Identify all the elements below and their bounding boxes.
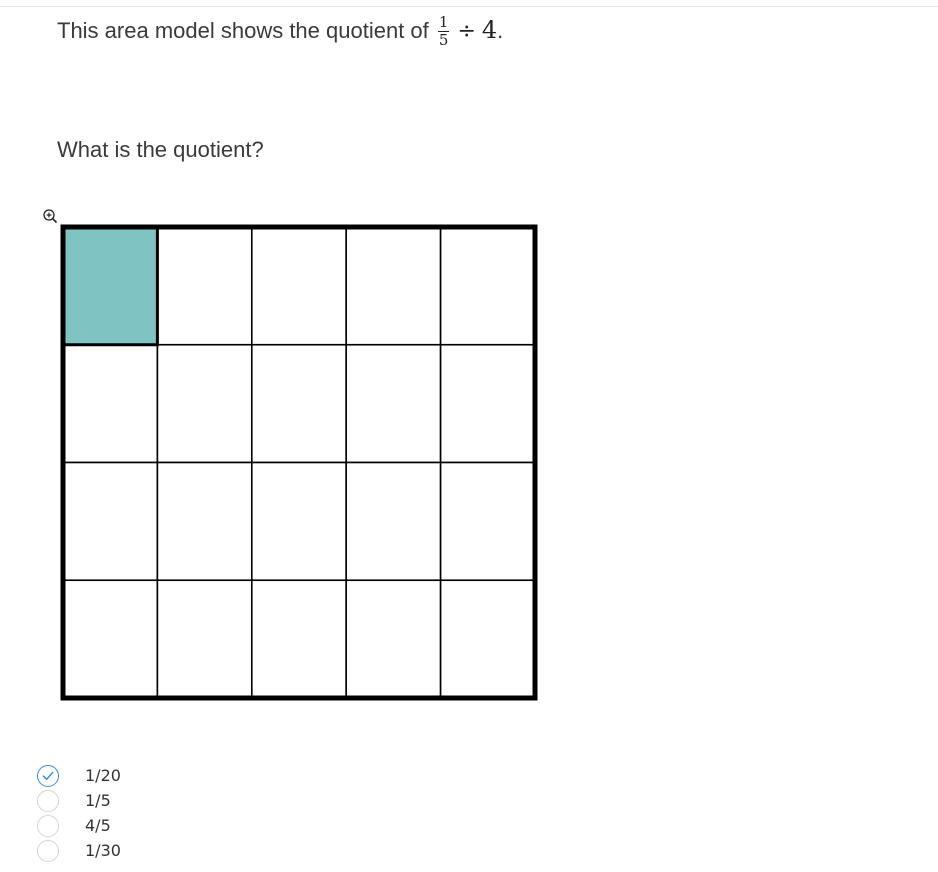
grid-cell <box>345 579 442 699</box>
grid-cell <box>345 226 442 346</box>
answer-option-label: 4/5 <box>85 816 111 835</box>
question-prompt: This area model shows the quotient of 1 … <box>57 14 503 49</box>
grid-cell <box>62 461 159 582</box>
grid-cell <box>439 343 536 464</box>
radio-button-checked[interactable] <box>37 765 59 787</box>
answer-option[interactable]: 1/5 <box>37 789 237 814</box>
grid-cell <box>251 579 348 699</box>
grid-cell <box>439 226 536 346</box>
answer-option[interactable]: 1/30 <box>37 839 237 864</box>
answer-option[interactable]: 1/20 <box>37 764 237 789</box>
grid-cell <box>439 579 536 699</box>
grid-cell <box>156 461 253 582</box>
fraction-denominator: 5 <box>438 30 449 49</box>
zoom-in-icon[interactable] <box>42 208 60 226</box>
answer-option-label: 1/5 <box>85 791 111 810</box>
grid-cell <box>345 461 442 582</box>
answer-option-label: 1/20 <box>85 766 121 785</box>
fraction: 1 5 <box>437 12 450 49</box>
radio-button[interactable] <box>37 790 59 812</box>
grid-cell <box>156 343 253 464</box>
answer-option-label: 1/30 <box>85 841 121 860</box>
top-divider <box>0 6 938 7</box>
grid-cell <box>251 461 348 582</box>
radio-button[interactable] <box>37 840 59 862</box>
grid-outer-border <box>60 224 538 701</box>
grid-cell <box>251 226 348 346</box>
grid-cell <box>62 343 159 464</box>
answer-choices: 1/20 1/5 4/5 1/30 <box>37 764 237 864</box>
area-model-grid <box>60 224 538 701</box>
fraction-numerator: 1 <box>437 12 450 32</box>
question-ask: What is the quotient? <box>57 137 264 162</box>
grid-cell <box>156 579 253 699</box>
division-operator: ÷ <box>457 19 476 44</box>
checkmark-icon <box>42 771 54 780</box>
grid-cell <box>345 343 442 464</box>
grid-cell <box>251 343 348 464</box>
radio-button[interactable] <box>37 815 59 837</box>
grid-cell <box>156 226 253 346</box>
grid-cell-shaded <box>61 225 159 347</box>
grid-cell <box>439 461 536 582</box>
divisor: 4 <box>481 16 498 44</box>
end-punctuation: . <box>497 18 504 43</box>
answer-option[interactable]: 4/5 <box>37 814 237 839</box>
prompt-text: This area model shows the quotient of <box>57 18 429 43</box>
grid-cell <box>62 579 159 699</box>
